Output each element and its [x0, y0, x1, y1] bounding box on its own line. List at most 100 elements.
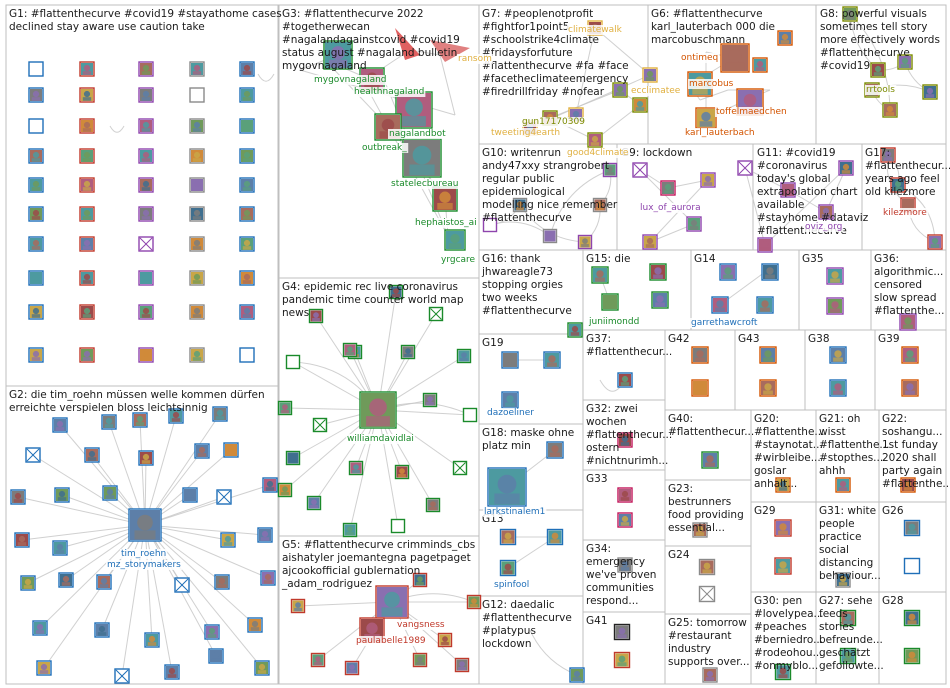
g29-node[interactable]	[774, 519, 792, 537]
g7-node[interactable]	[612, 82, 628, 98]
yrgcare-node[interactable]	[444, 229, 466, 251]
g4-node[interactable]	[306, 495, 322, 511]
g4-node[interactable]	[462, 407, 478, 423]
g32-33-node[interactable]	[617, 512, 633, 528]
g1-node[interactable]	[28, 118, 44, 134]
g2-node[interactable]	[216, 489, 232, 505]
g2-node[interactable]	[58, 572, 74, 588]
g6-node[interactable]	[777, 30, 793, 46]
g14-node[interactable]	[761, 263, 779, 281]
g6-node[interactable]	[752, 57, 768, 73]
g2-node[interactable]	[214, 574, 230, 590]
g9-node[interactable]	[660, 180, 676, 196]
g1-node[interactable]	[189, 118, 205, 134]
g18-heart-node[interactable]	[487, 467, 527, 507]
g14-node[interactable]	[756, 296, 774, 314]
tim-roehn-node[interactable]	[128, 508, 162, 542]
g1-node[interactable]	[138, 87, 154, 103]
g1-node[interactable]	[79, 148, 95, 164]
g2-node[interactable]	[84, 447, 100, 463]
g10-node[interactable]	[592, 197, 608, 213]
g1-node[interactable]	[79, 206, 95, 222]
g2-node[interactable]	[212, 406, 228, 422]
g13-node[interactable]	[499, 528, 517, 546]
g4-node[interactable]	[456, 348, 472, 364]
g34-node[interactable]	[617, 557, 633, 573]
g2-node[interactable]	[174, 577, 190, 593]
g1-node[interactable]	[189, 206, 205, 222]
g2-node[interactable]	[220, 532, 236, 548]
g29-node[interactable]	[774, 557, 792, 575]
g1-node[interactable]	[239, 270, 255, 286]
g1-node[interactable]	[28, 236, 44, 252]
g20-22-node[interactable]	[835, 477, 851, 493]
g1-node[interactable]	[138, 148, 154, 164]
g32-33-node[interactable]	[617, 487, 633, 503]
g1-node[interactable]	[239, 118, 255, 134]
g1-node[interactable]	[28, 177, 44, 193]
g2-node[interactable]	[208, 648, 224, 664]
g39-node[interactable]	[901, 346, 919, 364]
nagalandbot-node[interactable]	[395, 91, 433, 129]
g1-node[interactable]	[138, 177, 154, 193]
g9-node[interactable]	[686, 216, 702, 232]
g8-node[interactable]	[897, 54, 913, 70]
g4-node[interactable]	[342, 342, 358, 358]
g2-node[interactable]	[52, 417, 68, 433]
g7-node[interactable]	[642, 67, 658, 83]
g4-node[interactable]	[312, 417, 328, 433]
g42-node[interactable]	[691, 346, 709, 364]
g2-node[interactable]	[132, 412, 148, 428]
g19-node[interactable]	[543, 351, 561, 369]
g2-node[interactable]	[36, 660, 52, 676]
g2-node[interactable]	[194, 443, 210, 459]
g1-node[interactable]	[189, 347, 205, 363]
vangsness-node[interactable]	[375, 585, 409, 619]
g20-22-node[interactable]	[775, 477, 791, 493]
g4-node[interactable]	[425, 497, 441, 513]
g1-node[interactable]	[28, 87, 44, 103]
g4-node[interactable]	[308, 308, 324, 324]
g36-node[interactable]	[899, 313, 917, 331]
g1-node[interactable]	[28, 304, 44, 320]
g30-node[interactable]	[774, 663, 792, 681]
g1-node[interactable]	[138, 61, 154, 77]
g11-node[interactable]	[737, 160, 753, 176]
g8-node[interactable]	[842, 6, 858, 22]
g1-node[interactable]	[239, 236, 255, 252]
g10-node[interactable]	[602, 162, 618, 178]
g1-node[interactable]	[79, 61, 95, 77]
g5-node[interactable]	[290, 598, 306, 614]
g1-node[interactable]	[79, 87, 95, 103]
g11-node[interactable]	[780, 182, 796, 198]
statelecbureau-node[interactable]	[402, 138, 442, 178]
g2-node[interactable]	[257, 527, 273, 543]
g23-node[interactable]	[692, 522, 708, 538]
hephaistos-node[interactable]	[432, 186, 458, 212]
g9-node[interactable]	[700, 172, 716, 188]
g1-node[interactable]	[79, 236, 95, 252]
g28-node[interactable]	[903, 609, 921, 627]
g4-node[interactable]	[400, 344, 416, 360]
g1-node[interactable]	[239, 87, 255, 103]
g1-node[interactable]	[28, 206, 44, 222]
g17-node[interactable]	[927, 234, 943, 250]
g8-node[interactable]	[870, 62, 886, 78]
g1-node[interactable]	[28, 270, 44, 286]
g10-node[interactable]	[577, 234, 593, 250]
g12-node[interactable]	[569, 667, 585, 683]
g1-node[interactable]	[189, 177, 205, 193]
g4-node[interactable]	[285, 450, 301, 466]
g1-node[interactable]	[138, 270, 154, 286]
g40-node[interactable]	[701, 451, 719, 469]
g2-node[interactable]	[164, 664, 180, 680]
g1-node[interactable]	[138, 236, 154, 252]
g43-node[interactable]	[759, 379, 777, 397]
g19-node[interactable]	[501, 391, 519, 409]
g18-node[interactable]	[546, 441, 564, 459]
g10-node[interactable]	[512, 197, 528, 213]
g4-node[interactable]	[394, 464, 410, 480]
g31-node[interactable]	[835, 572, 851, 588]
g2-node[interactable]	[168, 408, 184, 424]
g1-node[interactable]	[239, 347, 255, 363]
